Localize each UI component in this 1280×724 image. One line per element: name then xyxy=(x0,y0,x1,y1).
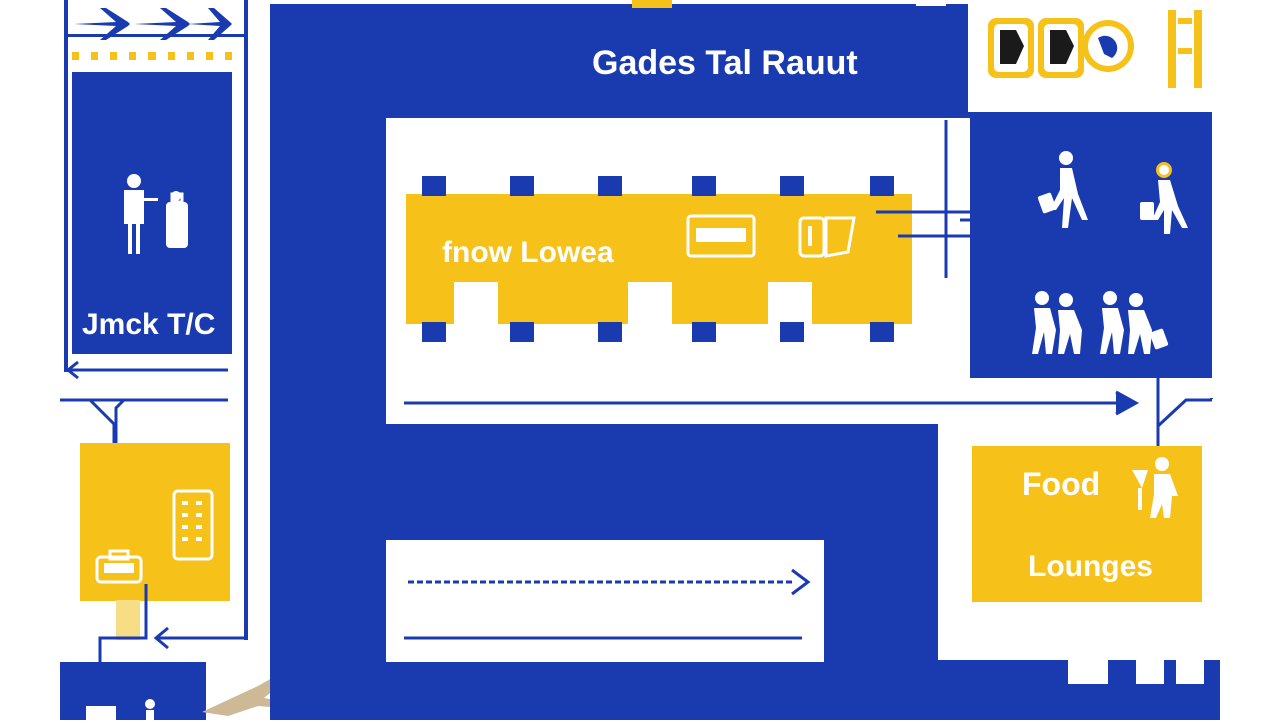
left-yellow-panel[interactable] xyxy=(80,443,230,601)
left-outline-top xyxy=(64,34,244,37)
ticket-icon xyxy=(686,214,756,258)
left-outline-right xyxy=(244,0,248,640)
bottom-right-notch xyxy=(1068,660,1108,684)
right-edge-line xyxy=(1210,398,1213,399)
concourse-arrow xyxy=(404,390,1140,416)
lower-walkway xyxy=(386,540,824,662)
left-outline xyxy=(64,0,68,372)
gate-door xyxy=(870,176,894,196)
info-column-icon xyxy=(1168,10,1202,88)
group-of-people-icon xyxy=(1100,291,1169,354)
gate-door xyxy=(598,322,622,342)
zone-cutout xyxy=(628,282,672,324)
terminal-badges xyxy=(984,14,1144,84)
center-zone-label: fnow Lowea xyxy=(442,236,614,269)
terminal-badge-icons xyxy=(988,18,1134,78)
gate-door xyxy=(870,322,894,342)
bottom-right-notch xyxy=(1176,660,1204,684)
airplane-row xyxy=(70,2,240,46)
passport-icon xyxy=(798,216,856,258)
left-yellow-pillar xyxy=(116,600,140,640)
header-title: Gades Tal Rauut xyxy=(592,44,858,82)
walking-with-bag-icon xyxy=(1037,151,1088,228)
airplane-icon xyxy=(202,678,288,716)
gate-door xyxy=(598,176,622,196)
right-panel[interactable] xyxy=(970,112,1212,378)
left-panel-label: Jmck T/C xyxy=(82,308,216,341)
top-notch xyxy=(916,0,946,6)
walking-with-bag-icon xyxy=(1140,162,1188,234)
gate-door xyxy=(692,176,716,196)
gate-door xyxy=(780,322,804,342)
traveler-with-luggage-icon xyxy=(124,174,188,254)
gate-door xyxy=(510,176,534,196)
bottom-left-arrow xyxy=(98,584,248,662)
luggage-icon xyxy=(95,549,143,584)
walkway-arrows xyxy=(404,568,811,640)
services-panel[interactable]: Food Lounges xyxy=(972,446,1202,602)
airplane-icons xyxy=(74,8,232,40)
bottom-left-block[interactable] xyxy=(60,662,206,724)
zone-cutout xyxy=(768,282,812,324)
gate-door xyxy=(510,322,534,342)
gate-door xyxy=(422,176,446,196)
yellow-dash-line xyxy=(72,52,232,60)
bottom-right-notch xyxy=(1136,660,1164,684)
top-yellow-tab xyxy=(632,0,672,8)
gate-door xyxy=(780,176,804,196)
zone-cutout xyxy=(454,282,498,324)
group-of-people-icon xyxy=(1032,291,1082,354)
gate-door xyxy=(692,322,716,342)
phone-icon xyxy=(172,489,214,561)
dining-icon xyxy=(1132,457,1178,518)
left-panel[interactable]: Jmck T/C xyxy=(72,72,232,354)
food-label: Food xyxy=(1022,466,1101,502)
left-arrows xyxy=(60,360,228,452)
food-connector xyxy=(1156,376,1212,448)
gate-door xyxy=(422,322,446,342)
lounges-label: Lounges xyxy=(1028,550,1153,583)
